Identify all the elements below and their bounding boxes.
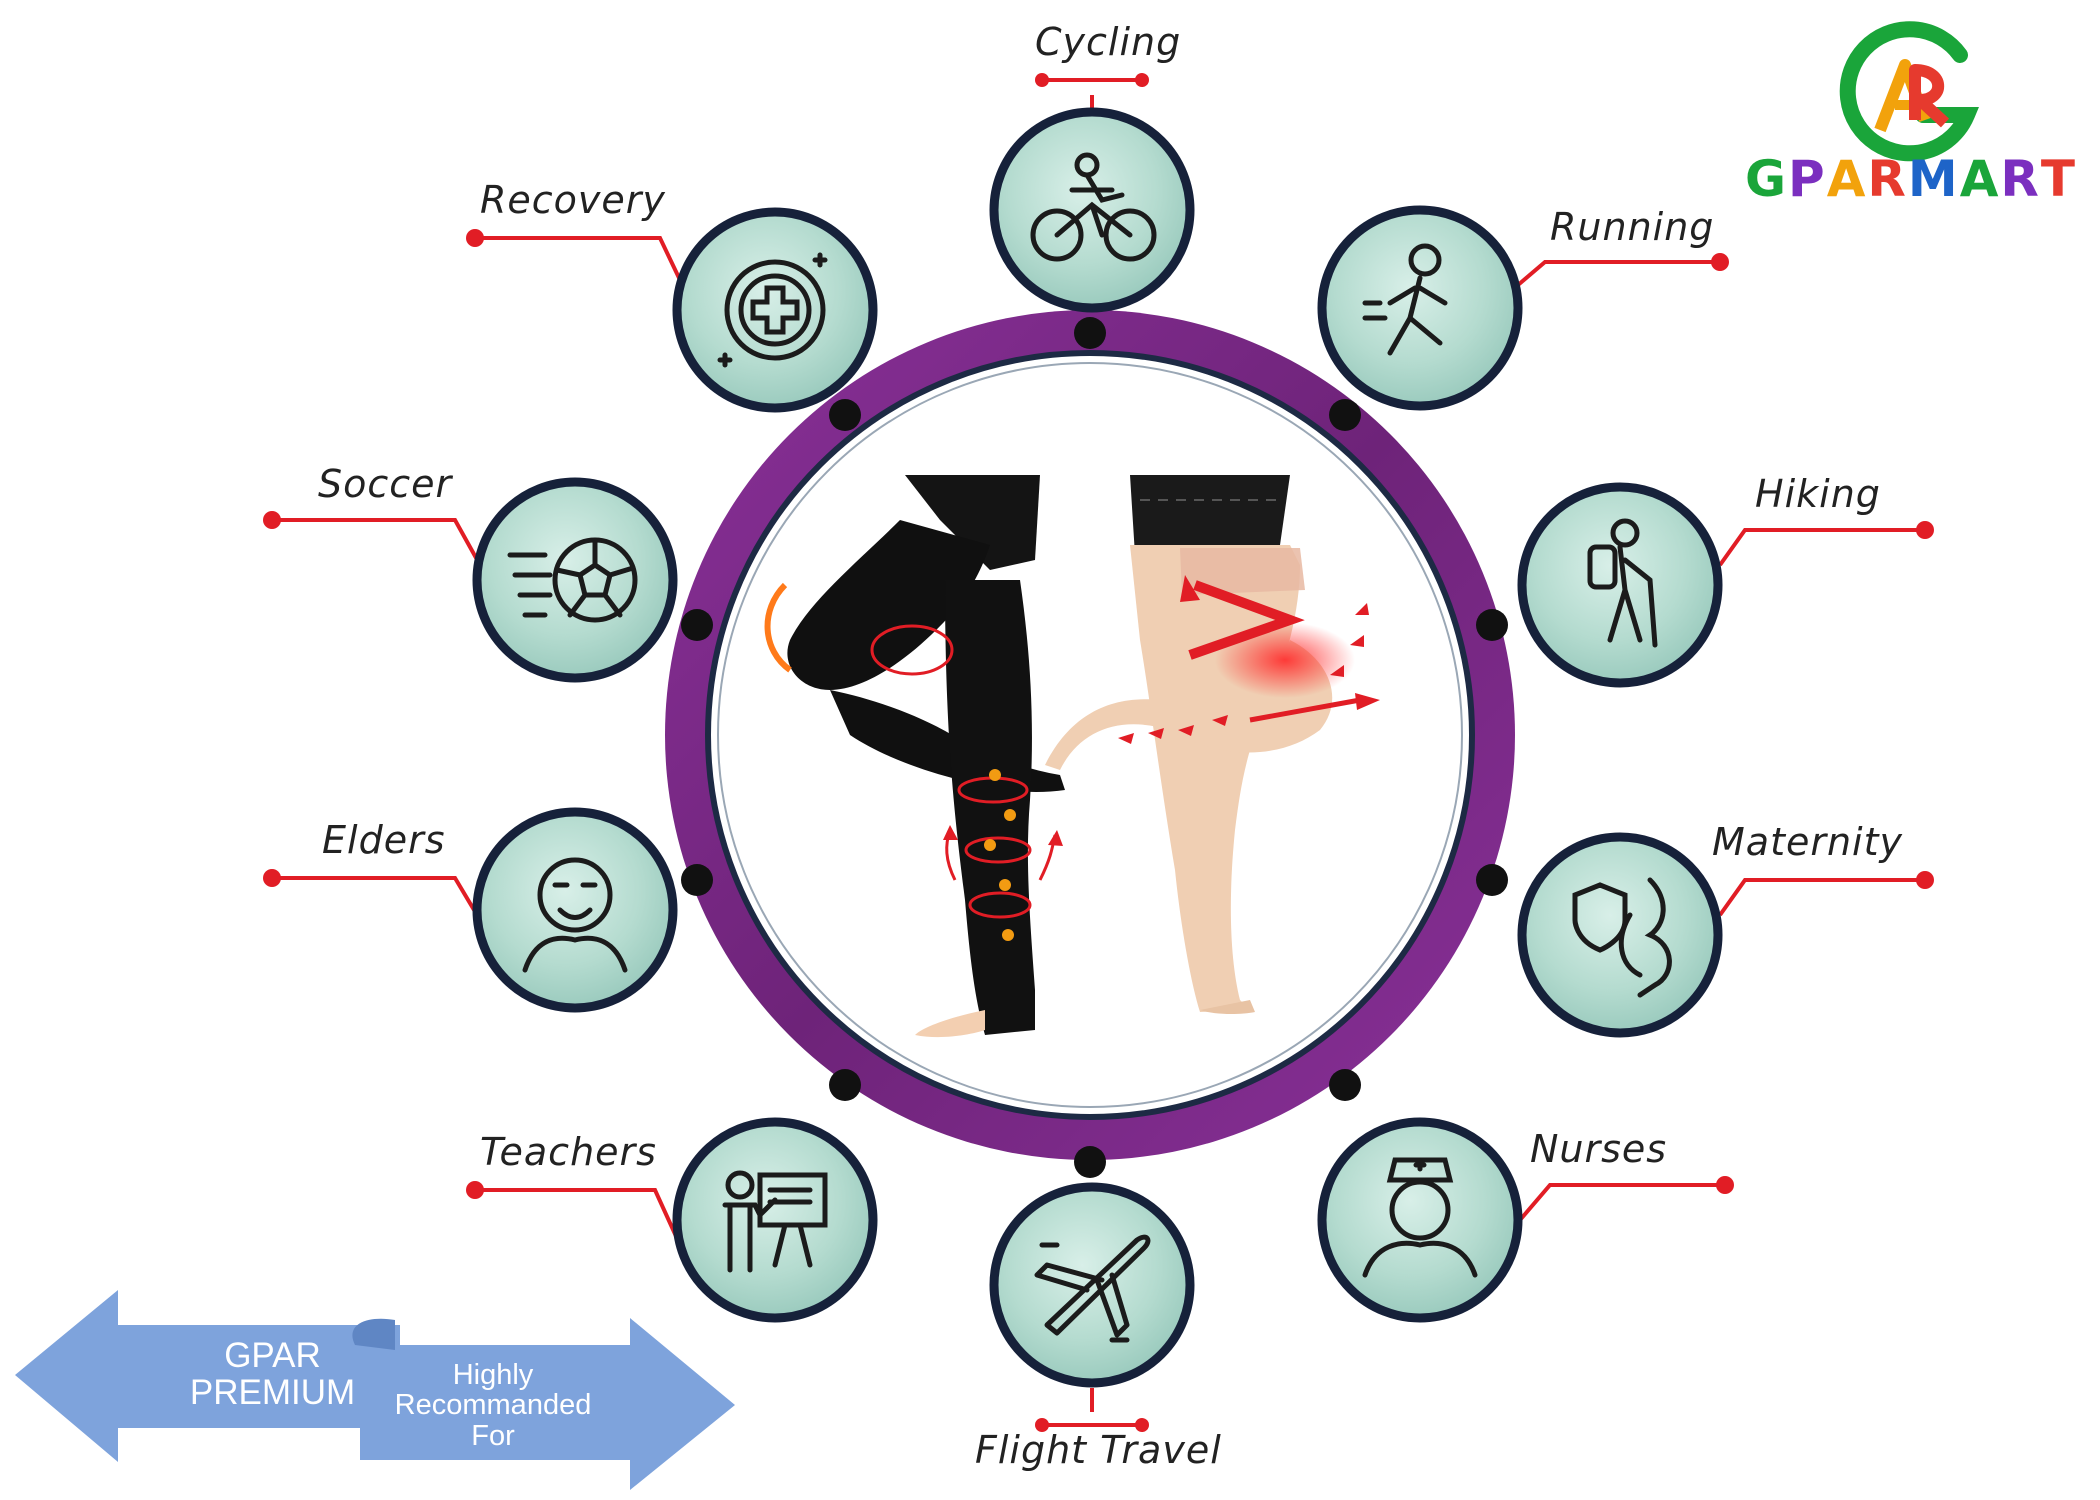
teacher-board-icon: [672, 1117, 878, 1323]
brand-letter: M: [1907, 150, 1960, 208]
use-label-maternity: Maternity: [1712, 820, 1904, 864]
use-label-elders: Elders: [322, 818, 446, 862]
use-label-hiking: Hiking: [1755, 472, 1881, 516]
use-label-recovery: Recovery: [480, 178, 666, 222]
elder-icon: [472, 807, 678, 1013]
banner-right-line2: Recommanded: [394, 1389, 592, 1422]
banner-left-line1: GPAR: [224, 1336, 321, 1375]
use-label-cycling: Cycling: [1035, 20, 1182, 64]
use-label-nurses: Nurses: [1530, 1127, 1668, 1171]
airplane-icon: [989, 1182, 1195, 1388]
banner-right-line1: Highly: [452, 1359, 534, 1391]
brand-monogram-logo: [1839, 21, 1980, 162]
connector-end-dots: [263, 73, 1934, 1432]
brand-letter: R: [2000, 150, 2041, 208]
soccer-ball-icon: [472, 477, 678, 683]
ring-connector-dots: [681, 317, 1508, 1178]
brand-letter: T: [2040, 150, 2078, 208]
brand-wordmark: GPARMART: [1745, 150, 2077, 208]
nurse-icon: [1317, 1117, 1523, 1323]
use-label-flight-travel: Flight Travel: [975, 1428, 1222, 1472]
pregnant-woman-icon: [1517, 832, 1723, 1038]
brand-letter: G: [1745, 150, 1789, 208]
banner-right-text: Highly Recommanded For: [368, 1359, 618, 1452]
brand-letter: A: [1826, 150, 1868, 208]
icon-circles: [472, 107, 1723, 1388]
red-connector-lines: [272, 78, 1925, 1427]
brand-letter: R: [1867, 150, 1908, 208]
hiker-icon: [1517, 482, 1723, 688]
use-label-soccer: Soccer: [318, 462, 453, 506]
banner-left-line2: PREMIUM: [189, 1372, 356, 1412]
runner-icon: [1317, 205, 1523, 411]
banner-left-text: GPAR PREMIUM: [175, 1336, 370, 1412]
cyclist-icon: [989, 107, 1195, 313]
use-label-teachers: Teachers: [480, 1130, 657, 1174]
banner-right-line3: For: [471, 1419, 515, 1452]
brand-letter: A: [1959, 150, 2001, 208]
compression-stockings-illustration: [764, 475, 1380, 1038]
medical-cross-icon: [672, 207, 878, 413]
use-label-running: Running: [1550, 205, 1715, 249]
promo-banner: [15, 1290, 735, 1490]
brand-letter: P: [1788, 150, 1827, 208]
